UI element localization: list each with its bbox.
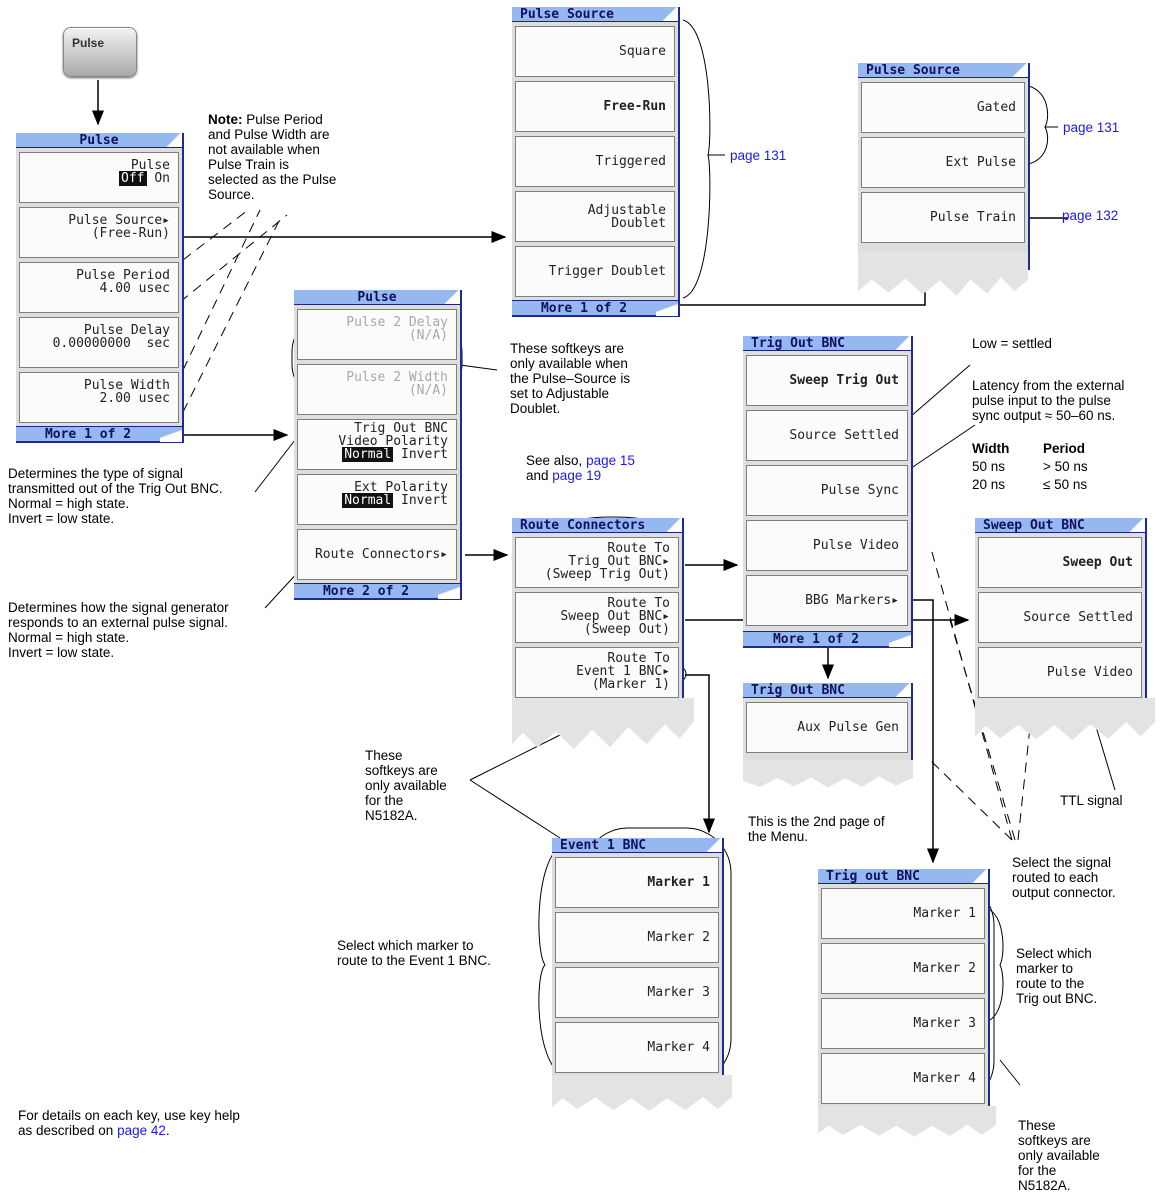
width-row2: 20 ns bbox=[972, 477, 1006, 492]
torn-edge bbox=[512, 698, 694, 750]
menu-title: Pulse Source bbox=[858, 63, 1028, 78]
route-connectors-menu: Route Connectors Route To Trig Out BNC▸ … bbox=[512, 518, 684, 708]
pulse-period-softkey[interactable]: Pulse Period 4.00 usec bbox=[19, 262, 179, 313]
menu-title: Trig Out BNC bbox=[743, 336, 911, 351]
trigger-doublet-softkey[interactable]: Trigger Doublet bbox=[515, 246, 675, 297]
marker3-softkey[interactable]: Marker 3 bbox=[555, 967, 719, 1018]
page42-link[interactable]: page 42 bbox=[117, 1123, 166, 1138]
more-softkey[interactable]: More 1 of 2 bbox=[743, 631, 911, 647]
aux-pulse-gen-softkey[interactable]: Aux Pulse Gen bbox=[746, 702, 908, 753]
page131-link[interactable]: page 131 bbox=[1063, 120, 1120, 135]
pulse-source-softkey[interactable]: Pulse Source▸ (Free-Run) bbox=[19, 207, 179, 258]
page19-link[interactable]: page 19 bbox=[552, 468, 602, 483]
menu-title: Pulse bbox=[294, 290, 460, 305]
marker1-softkey[interactable]: Marker 1 bbox=[555, 857, 719, 908]
width-header: Width bbox=[972, 441, 1010, 456]
ext-polarity-softkey[interactable]: Ext Polarity Normal Invert bbox=[297, 474, 457, 525]
route-to-event1-softkey[interactable]: Route To Event 1 BNC▸ (Marker 1) bbox=[515, 647, 679, 698]
menu-title: Trig Out BNC bbox=[743, 683, 911, 698]
pulse-hardkey-label: Pulse bbox=[72, 36, 105, 50]
ttl-signal-note: TTL signal bbox=[1060, 793, 1123, 808]
menu-title: Pulse bbox=[16, 133, 182, 148]
event1-bnc-menu: Event 1 BNC Marker 1 Marker 2 Marker 3 M… bbox=[552, 838, 724, 1083]
pulse-train-softkey[interactable]: Pulse Train bbox=[861, 192, 1025, 243]
adjustable-doublet-softkey[interactable]: Adjustable Doublet bbox=[515, 191, 675, 242]
marker2-softkey[interactable]: Marker 2 bbox=[555, 912, 719, 963]
torn-edge bbox=[552, 1075, 732, 1111]
sweep-out-bnc-menu: Sweep Out BNC Sweep Out Source Settled P… bbox=[975, 518, 1147, 708]
marker4-softkey[interactable]: Marker 4 bbox=[555, 1022, 719, 1073]
marker4-softkey[interactable]: Marker 4 bbox=[821, 1053, 985, 1104]
sweep-out-softkey[interactable]: Sweep Out bbox=[978, 537, 1142, 588]
low-settled-note: Low = settled bbox=[972, 336, 1052, 351]
source-settled-softkey[interactable]: Source Settled bbox=[746, 410, 908, 461]
route-to-trig-out-softkey[interactable]: Route To Trig Out BNC▸ (Sweep Trig Out) bbox=[515, 537, 679, 588]
torn-edge bbox=[818, 1106, 996, 1137]
pulse-menu-page1: Pulse Pulse Off On Pulse Source▸ (Free-R… bbox=[16, 133, 184, 443]
gated-softkey[interactable]: Gated bbox=[861, 82, 1025, 133]
source-settled-softkey[interactable]: Source Settled bbox=[978, 592, 1142, 643]
pulse-menu-page2: Pulse Pulse 2 Delay (N/A) Pulse 2 Width … bbox=[294, 290, 462, 600]
more-softkey[interactable]: More 2 of 2 bbox=[294, 583, 460, 599]
marker3-softkey[interactable]: Marker 3 bbox=[821, 998, 985, 1049]
pulse-video-softkey[interactable]: Pulse Video bbox=[978, 647, 1142, 698]
pulse-toggle-softkey[interactable]: Pulse Off On bbox=[19, 152, 179, 203]
menu-title: Trig out BNC bbox=[818, 869, 988, 884]
menu-title: Pulse Source bbox=[512, 7, 678, 22]
pulse-video-softkey[interactable]: Pulse Video bbox=[746, 520, 908, 571]
trig-out-bnc-menu: Trig Out BNC Sweep Trig Out Source Settl… bbox=[743, 336, 913, 648]
more-softkey[interactable]: More 1 of 2 bbox=[16, 426, 182, 442]
route-to-sweep-out-softkey[interactable]: Route To Sweep Out BNC▸ (Sweep Out) bbox=[515, 592, 679, 643]
pulse-sync-softkey[interactable]: Pulse Sync bbox=[746, 465, 908, 516]
page15-link[interactable]: page 15 bbox=[586, 453, 635, 468]
pulse-source-menu-page2: Pulse Source Gated Ext Pulse Pulse Train bbox=[858, 63, 1030, 270]
bbg-markers-softkey[interactable]: BBG Markers▸ bbox=[746, 575, 908, 626]
free-run-softkey[interactable]: Free-Run bbox=[515, 81, 675, 132]
page132-link[interactable]: page 132 bbox=[1062, 208, 1119, 223]
trig-out-video-polarity-softkey[interactable]: Trig Out BNC Video Polarity Normal Inver… bbox=[297, 419, 457, 470]
menu-title: Event 1 BNC bbox=[552, 838, 722, 853]
torn-edge bbox=[858, 252, 1028, 296]
period-row1: > 50 ns bbox=[1043, 459, 1088, 474]
marker2-softkey[interactable]: Marker 2 bbox=[821, 943, 985, 994]
period-row2: ≤ 50 ns bbox=[1043, 477, 1088, 492]
pulse2-delay-softkey[interactable]: Pulse 2 Delay (N/A) bbox=[297, 309, 457, 360]
ext-pulse-softkey[interactable]: Ext Pulse bbox=[861, 137, 1025, 188]
menu-title: Sweep Out BNC bbox=[975, 518, 1145, 533]
square-softkey[interactable]: Square bbox=[515, 26, 675, 77]
pulse-hardkey-button[interactable]: Pulse bbox=[63, 27, 137, 77]
torn-edge bbox=[975, 698, 1155, 741]
trig-out-markers-menu: Trig out BNC Marker 1 Marker 2 Marker 3 … bbox=[818, 869, 990, 1114]
pulse-delay-softkey[interactable]: Pulse Delay 0.00000000 sec bbox=[19, 317, 179, 368]
menu-title: Route Connectors bbox=[512, 518, 682, 533]
pulse-width-softkey[interactable]: Pulse Width 2.00 usec bbox=[19, 372, 179, 423]
pulse-source-menu-page1: Pulse Source Square Free-Run Triggered A… bbox=[512, 7, 680, 317]
sweep-trig-out-softkey[interactable]: Sweep Trig Out bbox=[746, 355, 908, 406]
triggered-softkey[interactable]: Triggered bbox=[515, 136, 675, 187]
page131-link[interactable]: page 131 bbox=[730, 148, 787, 163]
trig-out-bnc-menu-page2: Trig Out BNC Aux Pulse Gen bbox=[743, 683, 913, 773]
torn-edge bbox=[743, 760, 913, 788]
more-softkey[interactable]: More 1 of 2 bbox=[512, 300, 678, 316]
route-connectors-softkey[interactable]: Route Connectors▸ bbox=[297, 529, 457, 580]
marker1-softkey[interactable]: Marker 1 bbox=[821, 888, 985, 939]
width-row1: 50 ns bbox=[972, 459, 1006, 474]
period-header: Period bbox=[1043, 441, 1086, 456]
pulse2-width-softkey[interactable]: Pulse 2 Width (N/A) bbox=[297, 364, 457, 415]
